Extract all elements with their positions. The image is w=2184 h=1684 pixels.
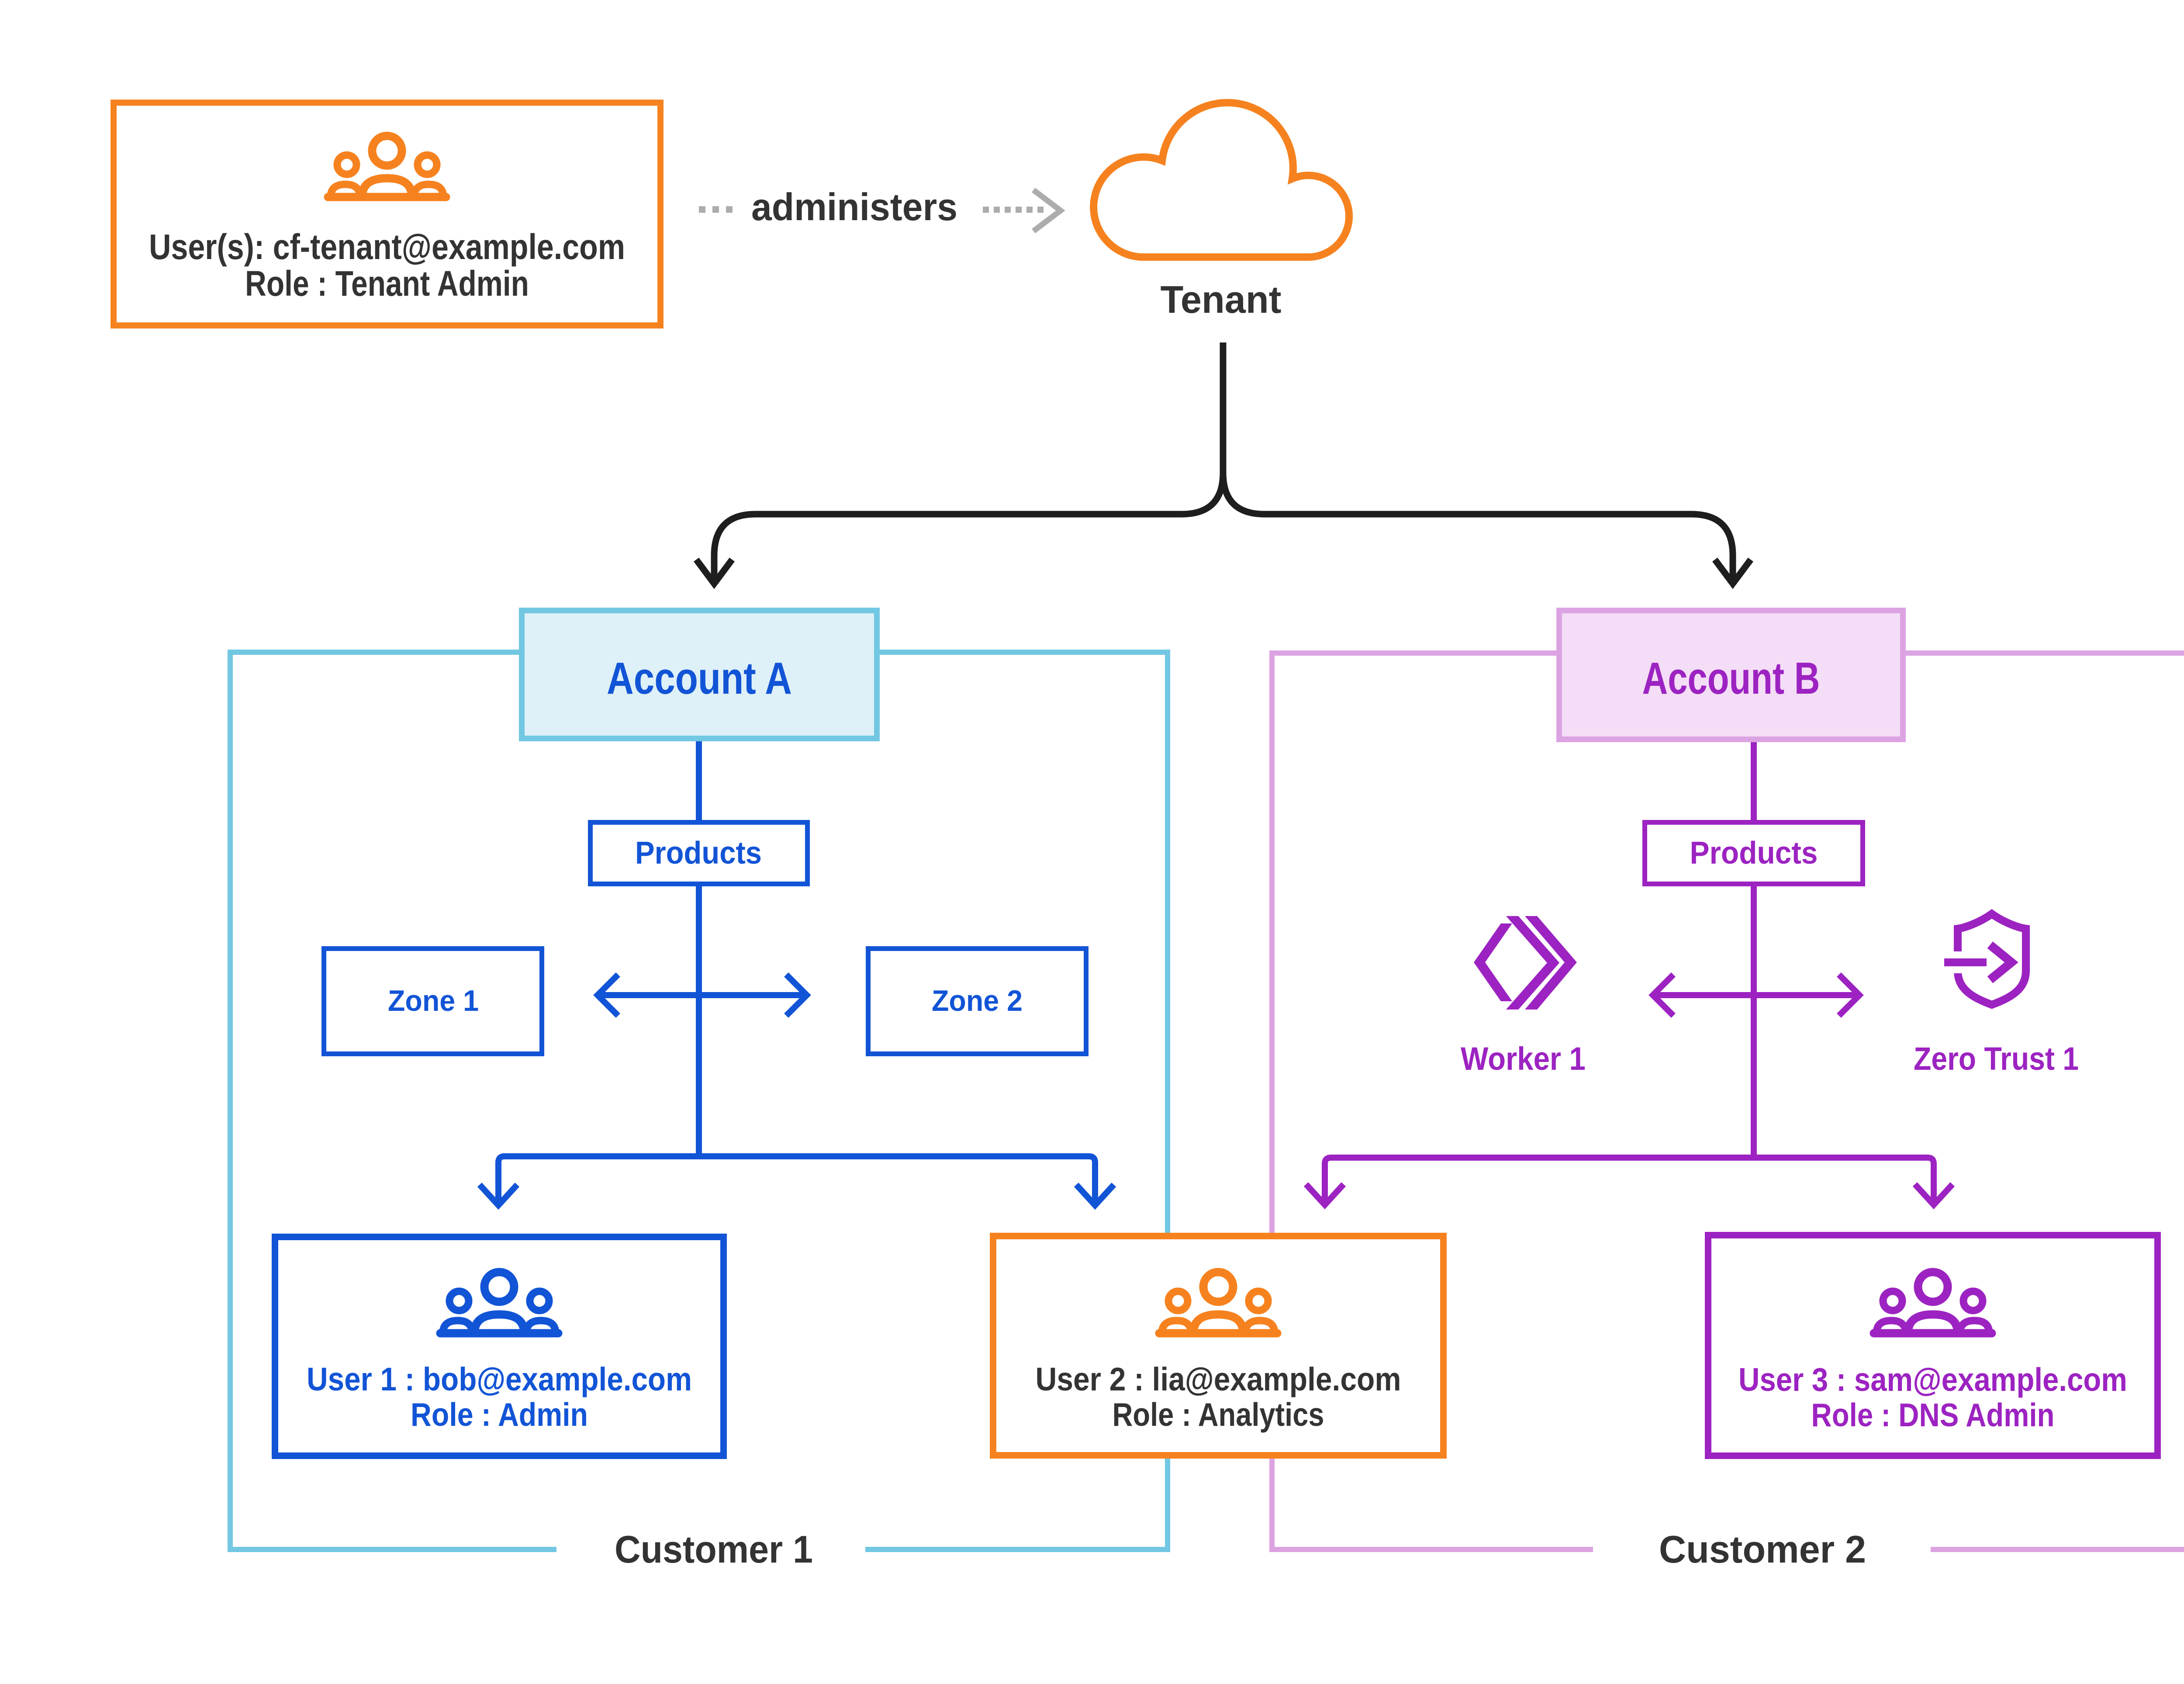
svg-text:Zero Trust 1: Zero Trust 1 [1914, 1041, 2079, 1077]
svg-text:Products: Products [635, 836, 762, 871]
svg-text:User 3 : sam@example.com: User 3 : sam@example.com [1738, 1361, 2127, 1398]
svg-text:User 2 : lia@example.com: User 2 : lia@example.com [1036, 1361, 1401, 1397]
svg-text:User(s): cf-tenant@example.com: User(s): cf-tenant@example.com [149, 227, 625, 267]
svg-text:Role : Tenant Admin: Role : Tenant Admin [245, 264, 529, 304]
svg-text:Role : Admin: Role : Admin [411, 1396, 588, 1433]
svg-text:User 1 : bob@example.com: User 1 : bob@example.com [307, 1361, 692, 1397]
svg-text:Account A: Account A [607, 653, 792, 703]
svg-text:Customer 1: Customer 1 [615, 1528, 813, 1571]
svg-text:Customer 2: Customer 2 [1659, 1528, 1866, 1571]
svg-text:Zone 1: Zone 1 [388, 984, 479, 1017]
svg-text:administers: administers [751, 185, 957, 228]
svg-text:Account B: Account B [1642, 653, 1820, 703]
svg-text:Products: Products [1690, 836, 1818, 871]
svg-text:Tenant: Tenant [1161, 278, 1282, 321]
svg-text:Role : DNS Admin: Role : DNS Admin [1811, 1397, 2055, 1433]
svg-text:Worker 1: Worker 1 [1461, 1041, 1586, 1077]
svg-text:Role : Analytics: Role : Analytics [1113, 1396, 1324, 1433]
svg-text:Zone 2: Zone 2 [932, 984, 1023, 1017]
